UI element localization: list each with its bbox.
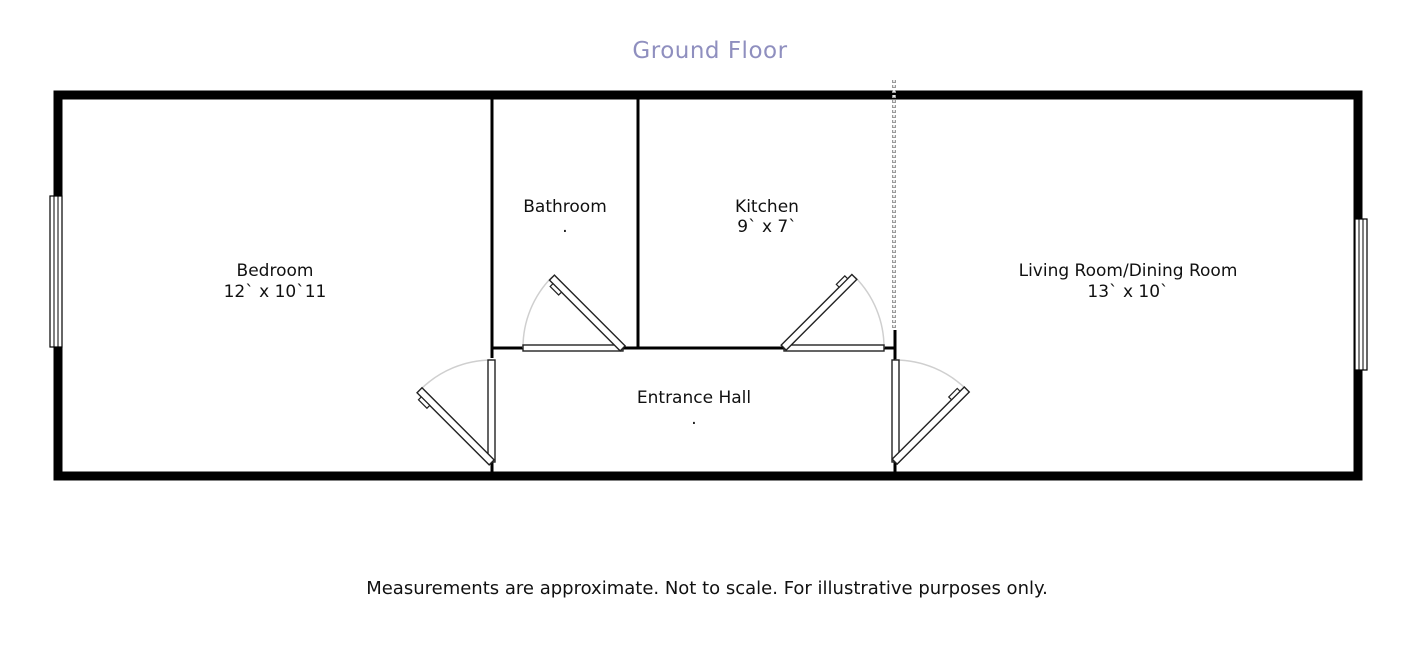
room-name: Entrance Hall (637, 388, 751, 408)
room-size: 12` x 10`11 (224, 282, 327, 302)
door-bedroom (416, 359, 496, 466)
room-size: 13` x 10` (1087, 282, 1168, 302)
door-kitchen (780, 273, 885, 352)
room-size: 9` x 7` (737, 217, 797, 237)
room-size: . (691, 409, 696, 429)
disclaimer-text: Measurements are approximate. Not to sca… (366, 578, 1048, 599)
room-living-dining: Living Room/Dining Room 13` x 10` (1019, 261, 1238, 302)
room-name: Bathroom (523, 197, 607, 217)
door-bathroom (522, 274, 627, 352)
door-living-room (891, 359, 971, 466)
room-bathroom: Bathroom . (523, 197, 607, 237)
window-west (49, 195, 63, 348)
room-bedroom: Bedroom 12` x 10`11 (224, 261, 327, 302)
room-entrance-hall: Entrance Hall . (637, 388, 751, 429)
room-name: Kitchen (735, 197, 799, 217)
room-name: Living Room/Dining Room (1019, 261, 1238, 281)
room-size: . (562, 217, 567, 237)
room-kitchen: Kitchen 9` x 7` (735, 197, 799, 237)
room-name: Bedroom (237, 261, 314, 281)
window-east (1354, 218, 1368, 371)
floor-title: Ground Floor (632, 38, 787, 64)
